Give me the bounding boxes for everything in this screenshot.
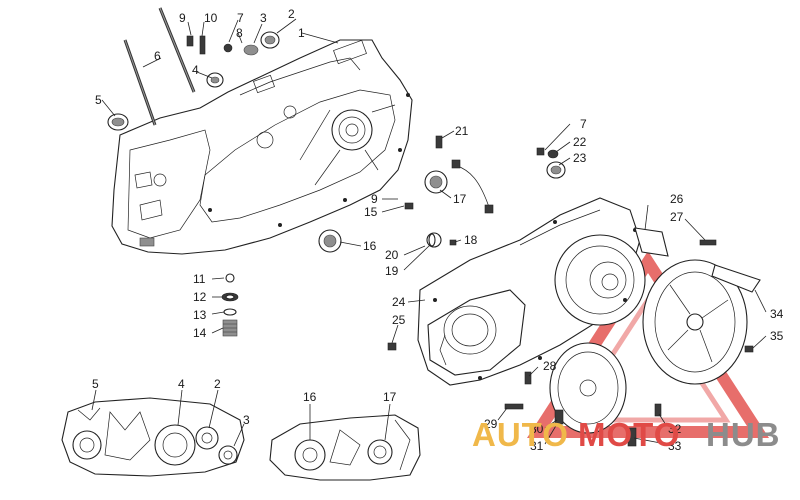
callout-1: 1	[298, 26, 305, 40]
callout-35: 35	[770, 329, 784, 343]
callout-28: 28	[543, 359, 557, 373]
stud-bolts	[123, 7, 196, 126]
seals-and-bolts-mid	[318, 135, 494, 253]
leader-lines	[101, 18, 767, 445]
callout-29: 29	[484, 417, 498, 431]
callout-19: 19	[385, 264, 399, 278]
callout-24: 24	[392, 295, 406, 309]
inset-left-callout-3: 3	[243, 413, 250, 427]
callout-21: 21	[455, 124, 469, 138]
callout-10: 10	[204, 11, 218, 25]
callout-30: 30	[530, 422, 544, 436]
small-parts-right	[387, 239, 754, 447]
callout-25: 25	[392, 313, 406, 327]
callout-26: 26	[670, 192, 684, 206]
watermark-text: AUTO MOTO HUB	[472, 416, 781, 453]
callout-2: 2	[288, 7, 295, 21]
callout-7-top: 7	[237, 11, 244, 25]
inset-left-callout-2: 2	[214, 377, 221, 391]
watermark-text-hub: HUB	[706, 416, 781, 453]
callout-labels: 1 2 3 4 5 6 7 8 9 10 11 12 13 14 15 9 16…	[95, 7, 784, 453]
crankcase-left	[111, 39, 413, 255]
callout-27: 27	[670, 210, 684, 224]
callout-7-right: 7	[580, 117, 587, 131]
outer-cover	[642, 259, 761, 385]
callout-18: 18	[464, 233, 478, 247]
callout-6: 6	[154, 49, 161, 63]
inset-right-callout-17: 17	[383, 390, 397, 404]
inset-left-callout-5: 5	[92, 377, 99, 391]
inset-crankcase-left: 5 4 2 3	[61, 377, 250, 477]
inner-cover	[549, 342, 627, 434]
inset-left-callout-4: 4	[178, 377, 185, 391]
callout-15: 15	[364, 205, 378, 219]
callout-13: 13	[193, 308, 207, 322]
callout-9-top: 9	[179, 11, 186, 25]
callout-16: 16	[363, 239, 377, 253]
callout-12: 12	[193, 290, 207, 304]
drain-plug-parts	[221, 273, 239, 337]
callout-31: 31	[530, 439, 544, 453]
callout-9-mid: 9	[371, 192, 378, 206]
callout-32: 32	[668, 422, 682, 436]
callout-34: 34	[770, 307, 784, 321]
callout-22: 22	[573, 135, 587, 149]
callout-33: 33	[668, 439, 682, 453]
callout-3: 3	[260, 11, 267, 25]
inset-right-callout-16: 16	[303, 390, 317, 404]
callout-4: 4	[192, 63, 199, 77]
callout-20: 20	[385, 248, 399, 262]
inset-crankcase-right: 16 17	[269, 390, 421, 481]
callout-23: 23	[573, 151, 587, 165]
callout-14: 14	[193, 326, 207, 340]
cvt-cover	[417, 197, 669, 386]
watermark-text-auto: AUTO	[472, 416, 569, 453]
small-parts-top	[107, 31, 280, 131]
callout-11: 11	[193, 272, 206, 286]
watermark-text-moto: MOTO	[578, 416, 680, 453]
callout-8: 8	[236, 26, 243, 40]
callout-17: 17	[453, 192, 467, 206]
callout-5: 5	[95, 93, 102, 107]
parts-7-22-23	[536, 147, 566, 179]
